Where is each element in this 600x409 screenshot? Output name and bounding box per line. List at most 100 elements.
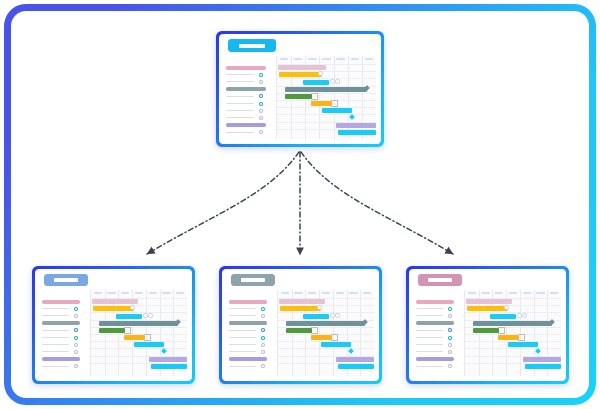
child-left-timeline[interactable] bbox=[90, 290, 187, 376]
primary-action-button[interactable] bbox=[44, 274, 88, 286]
task-row-6[interactable] bbox=[227, 348, 277, 355]
sync-icon[interactable] bbox=[73, 328, 78, 333]
circle-icon[interactable] bbox=[73, 349, 78, 354]
task-row-6[interactable] bbox=[414, 348, 464, 355]
progress-bar-task-5[interactable] bbox=[321, 342, 351, 348]
group-row-phase-1[interactable] bbox=[224, 64, 276, 71]
progress-bar-task-1[interactable] bbox=[278, 72, 322, 78]
bar-end-handle[interactable] bbox=[334, 312, 340, 318]
progress-bar-task-2[interactable] bbox=[302, 313, 329, 319]
task-row-2[interactable] bbox=[224, 78, 276, 85]
progress-bar-task-4[interactable] bbox=[497, 335, 519, 341]
bar-end-handle[interactable] bbox=[335, 78, 341, 84]
refresh-icon[interactable] bbox=[259, 72, 263, 77]
progress-bar-task-5[interactable] bbox=[134, 342, 164, 348]
bar-end-handle[interactable] bbox=[516, 312, 522, 318]
group-row-phase-2[interactable] bbox=[224, 86, 276, 93]
refresh-icon[interactable] bbox=[447, 306, 452, 311]
progress-bar-task-4[interactable] bbox=[123, 335, 145, 341]
progress-bar-task-3[interactable] bbox=[285, 327, 312, 333]
refresh-icon[interactable] bbox=[73, 306, 78, 311]
circle-icon[interactable] bbox=[447, 342, 452, 347]
summary-bar-phase-3[interactable] bbox=[148, 356, 187, 362]
task-row-1[interactable] bbox=[40, 305, 90, 312]
link-icon[interactable] bbox=[259, 101, 263, 106]
circle-icon[interactable] bbox=[259, 108, 263, 113]
circle-icon[interactable] bbox=[73, 342, 78, 347]
circle-icon[interactable] bbox=[260, 342, 265, 347]
task-row-1[interactable] bbox=[227, 305, 277, 312]
summary-bar-phase-3[interactable] bbox=[336, 122, 376, 128]
task-row-7[interactable] bbox=[224, 129, 276, 136]
master-timeline[interactable] bbox=[276, 56, 376, 139]
task-row-3[interactable] bbox=[224, 93, 276, 100]
bar-end-handle[interactable] bbox=[504, 305, 510, 311]
summary-bar-phase-2[interactable] bbox=[472, 320, 553, 326]
progress-bar-task-3[interactable] bbox=[98, 327, 125, 333]
group-row-phase-1[interactable] bbox=[414, 298, 464, 305]
circle-icon[interactable] bbox=[73, 364, 78, 369]
link-icon[interactable] bbox=[260, 335, 265, 340]
summary-bar-phase-1[interactable] bbox=[278, 299, 326, 305]
progress-bar-task-2[interactable] bbox=[115, 313, 142, 319]
progress-bar-task-4[interactable] bbox=[310, 335, 332, 341]
task-row-7[interactable] bbox=[227, 363, 277, 370]
group-row-phase-3[interactable] bbox=[224, 122, 276, 129]
summary-bar-phase-1[interactable] bbox=[277, 65, 326, 71]
circle-icon[interactable] bbox=[73, 313, 78, 318]
link-icon[interactable] bbox=[447, 335, 452, 340]
progress-bar-task-2[interactable] bbox=[302, 79, 330, 85]
summary-bar-phase-3[interactable] bbox=[335, 356, 374, 362]
child-right-timeline[interactable] bbox=[464, 290, 561, 376]
task-row-7[interactable] bbox=[414, 363, 464, 370]
sync-icon[interactable] bbox=[260, 328, 265, 333]
progress-bar-task-5[interactable] bbox=[508, 342, 538, 348]
child-plan-right[interactable] bbox=[406, 266, 569, 384]
task-row-2[interactable] bbox=[414, 312, 464, 319]
progress-bar-task-1[interactable] bbox=[92, 306, 135, 312]
task-row-3[interactable] bbox=[40, 327, 90, 334]
task-row-7[interactable] bbox=[40, 363, 90, 370]
group-row-phase-1[interactable] bbox=[227, 298, 277, 305]
task-row-6[interactable] bbox=[224, 114, 276, 121]
progress-bar-task-5[interactable] bbox=[321, 108, 353, 114]
summary-bar-phase-3[interactable] bbox=[522, 356, 561, 362]
task-row-4[interactable] bbox=[227, 334, 277, 341]
task-row-4[interactable] bbox=[414, 334, 464, 341]
group-row-phase-3[interactable] bbox=[227, 356, 277, 363]
task-row-2[interactable] bbox=[227, 312, 277, 319]
progress-bar-task-7[interactable] bbox=[150, 363, 187, 369]
task-row-4[interactable] bbox=[40, 334, 90, 341]
child-center-timeline[interactable] bbox=[277, 290, 374, 376]
task-row-5[interactable] bbox=[40, 341, 90, 348]
progress-bar-task-1[interactable] bbox=[279, 306, 322, 312]
task-row-6[interactable] bbox=[40, 348, 90, 355]
task-row-1[interactable] bbox=[414, 305, 464, 312]
master-plan[interactable] bbox=[216, 31, 384, 147]
circle-icon[interactable] bbox=[447, 364, 452, 369]
task-row-5[interactable] bbox=[224, 107, 276, 114]
summary-bar-phase-2[interactable] bbox=[285, 320, 366, 326]
progress-bar-task-3[interactable] bbox=[472, 327, 499, 333]
bar-end-handle[interactable] bbox=[317, 71, 323, 77]
summary-bar-phase-1[interactable] bbox=[465, 299, 513, 305]
bar-end-handle[interactable] bbox=[147, 312, 153, 318]
bar-end-handle[interactable] bbox=[317, 305, 323, 311]
child-plan-center[interactable] bbox=[219, 266, 382, 384]
circle-icon[interactable] bbox=[260, 313, 265, 318]
group-row-phase-1[interactable] bbox=[40, 298, 90, 305]
summary-bar-phase-2[interactable] bbox=[98, 320, 179, 326]
progress-bar-task-3[interactable] bbox=[284, 93, 312, 99]
summary-bar-phase-1[interactable] bbox=[91, 299, 139, 305]
group-row-phase-2[interactable] bbox=[414, 320, 464, 327]
link-icon[interactable] bbox=[73, 335, 78, 340]
task-row-3[interactable] bbox=[414, 327, 464, 334]
circle-icon[interactable] bbox=[259, 115, 263, 120]
task-row-4[interactable] bbox=[224, 100, 276, 107]
group-row-phase-3[interactable] bbox=[40, 356, 90, 363]
progress-bar-task-7[interactable] bbox=[338, 129, 376, 135]
circle-icon[interactable] bbox=[447, 349, 452, 354]
bar-end-handle[interactable] bbox=[329, 312, 335, 318]
circle-icon[interactable] bbox=[260, 364, 265, 369]
child-plan-left[interactable] bbox=[32, 266, 195, 384]
